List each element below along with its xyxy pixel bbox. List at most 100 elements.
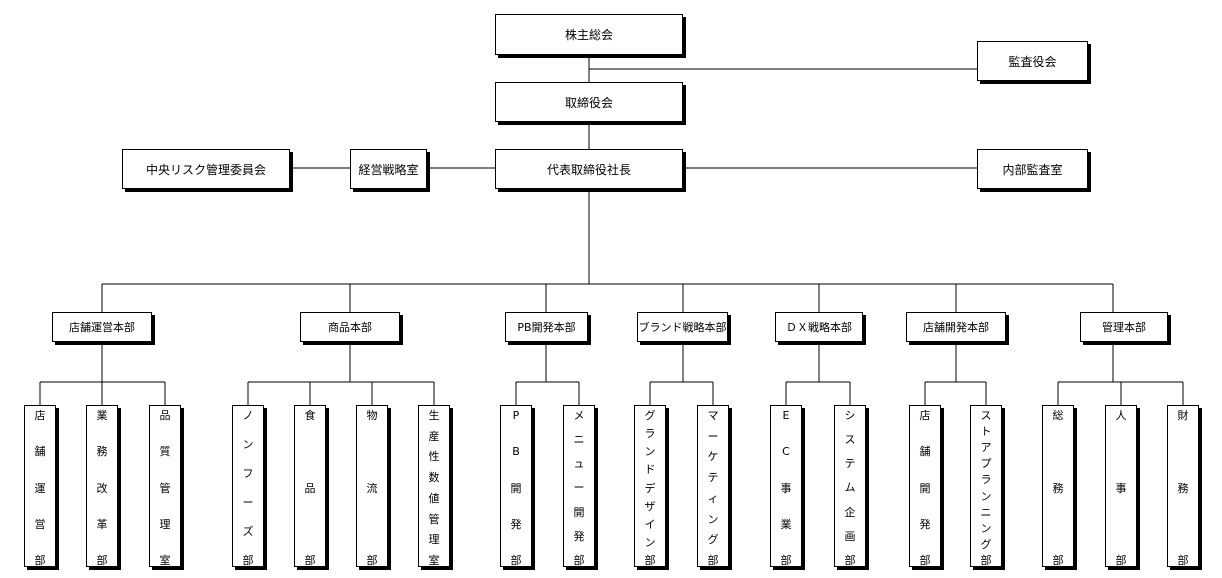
department-char: 事: [1115, 481, 1127, 495]
department-char: ズ: [242, 525, 254, 538]
division-box: 店舗運営本部: [52, 312, 152, 342]
department-char: 部: [510, 554, 522, 567]
department-char: 部: [34, 554, 46, 567]
department-box: ノンフーズ部: [232, 405, 264, 567]
department-char: ド: [644, 463, 656, 477]
department-char: 部: [242, 554, 254, 567]
department-char: ィ: [707, 491, 719, 505]
department-char: 室: [159, 554, 171, 567]
department-char: P: [512, 409, 520, 422]
department-char: ュ: [573, 457, 585, 471]
department-char: 務: [1177, 481, 1189, 495]
department-char: 財: [1177, 409, 1189, 422]
department-char: 部: [366, 554, 378, 567]
department-char: 品: [304, 481, 316, 495]
department-char: 営: [34, 517, 46, 531]
department-char: 産: [428, 429, 440, 443]
department-char: ト: [980, 425, 992, 439]
department-char: 管: [159, 481, 171, 495]
department-char: 部: [1052, 554, 1064, 567]
department-char: フ: [242, 467, 254, 480]
department-char: 人: [1115, 409, 1127, 422]
department-box: 品質管理室: [149, 405, 181, 567]
department-box: マーケティング部: [697, 405, 729, 567]
department-char: E: [782, 409, 790, 422]
department-char: 質: [159, 445, 171, 459]
department-char: ラ: [980, 473, 992, 487]
department-char: グ: [980, 537, 992, 551]
department-char: 改: [96, 481, 108, 495]
department-char: 業: [780, 517, 792, 531]
department-char: 値: [428, 491, 440, 505]
department-char: 食: [304, 409, 316, 422]
department-char: 開: [919, 481, 931, 495]
department-char: ー: [242, 496, 254, 509]
department-char: 部: [780, 554, 792, 567]
department-char: 部: [844, 553, 856, 567]
department-box: メニュー開発部: [563, 405, 595, 567]
department-char: 業: [96, 409, 108, 422]
department-box: 業務改革部: [86, 405, 118, 567]
department-char: ノ: [242, 409, 254, 422]
department-char: 革: [96, 517, 108, 531]
division-box: 店舗開発本部: [906, 312, 1006, 342]
department-char: ス: [844, 433, 856, 447]
department-box: システム企画部: [834, 405, 866, 567]
department-char: 部: [919, 554, 931, 567]
department-char: 流: [366, 481, 378, 495]
department-char: 理: [428, 533, 440, 547]
department-box: 物流部: [356, 405, 388, 567]
department-char: 発: [510, 517, 522, 531]
department-char: ニ: [980, 505, 992, 519]
department-char: 発: [919, 517, 931, 531]
department-char: 部: [980, 553, 992, 567]
department-char: ラ: [644, 427, 656, 441]
division-box: ブランド戦略本部: [637, 312, 728, 342]
department-char: C: [782, 445, 790, 459]
department-box: 総務部: [1042, 405, 1074, 567]
department-box: 人事部: [1105, 405, 1137, 567]
audit-board-box: 監査役会: [977, 41, 1088, 81]
division-box: ＤＸ戦略本部: [775, 312, 863, 342]
department-char: ン: [644, 535, 656, 549]
department-char: 部: [304, 554, 316, 567]
department-box: ストアプランニング部: [970, 405, 1002, 567]
department-char: 企: [844, 505, 856, 519]
department-char: グ: [644, 409, 656, 422]
department-char: 数: [428, 471, 440, 485]
department-char: 部: [707, 553, 719, 567]
department-char: 舗: [919, 445, 931, 459]
department-char: プ: [980, 457, 992, 471]
department-char: ン: [242, 438, 254, 451]
department-char: ン: [980, 489, 992, 503]
department-char: 発: [573, 529, 585, 543]
department-box: 食品部: [294, 405, 326, 567]
shareholders-meeting-box: 株主総会: [495, 14, 683, 55]
department-char: テ: [707, 471, 719, 485]
department-char: 部: [1115, 554, 1127, 567]
department-char: 開: [510, 481, 522, 495]
president-box: 代表取締役社長: [495, 149, 683, 189]
department-box: 店舗運営部: [24, 405, 56, 567]
department-char: ン: [644, 445, 656, 459]
department-char: メ: [573, 409, 585, 422]
department-char: ー: [573, 481, 585, 495]
department-box: 財務部: [1167, 405, 1199, 567]
department-char: マ: [707, 409, 719, 422]
department-char: 管: [428, 512, 440, 526]
department-char: 物: [366, 409, 378, 422]
department-char: イ: [644, 517, 656, 531]
department-char: 店: [919, 409, 931, 422]
department-char: ス: [980, 409, 992, 422]
department-char: ー: [707, 429, 719, 443]
department-char: 総: [1052, 409, 1064, 422]
department-char: 品: [159, 409, 171, 422]
division-box: 商品本部: [300, 312, 400, 342]
department-char: ア: [980, 441, 992, 455]
risk-committee-box: 中央リスク管理委員会: [122, 149, 290, 189]
division-box: 管理本部: [1080, 312, 1168, 342]
department-char: ン: [980, 521, 992, 535]
department-char: グ: [707, 533, 719, 547]
